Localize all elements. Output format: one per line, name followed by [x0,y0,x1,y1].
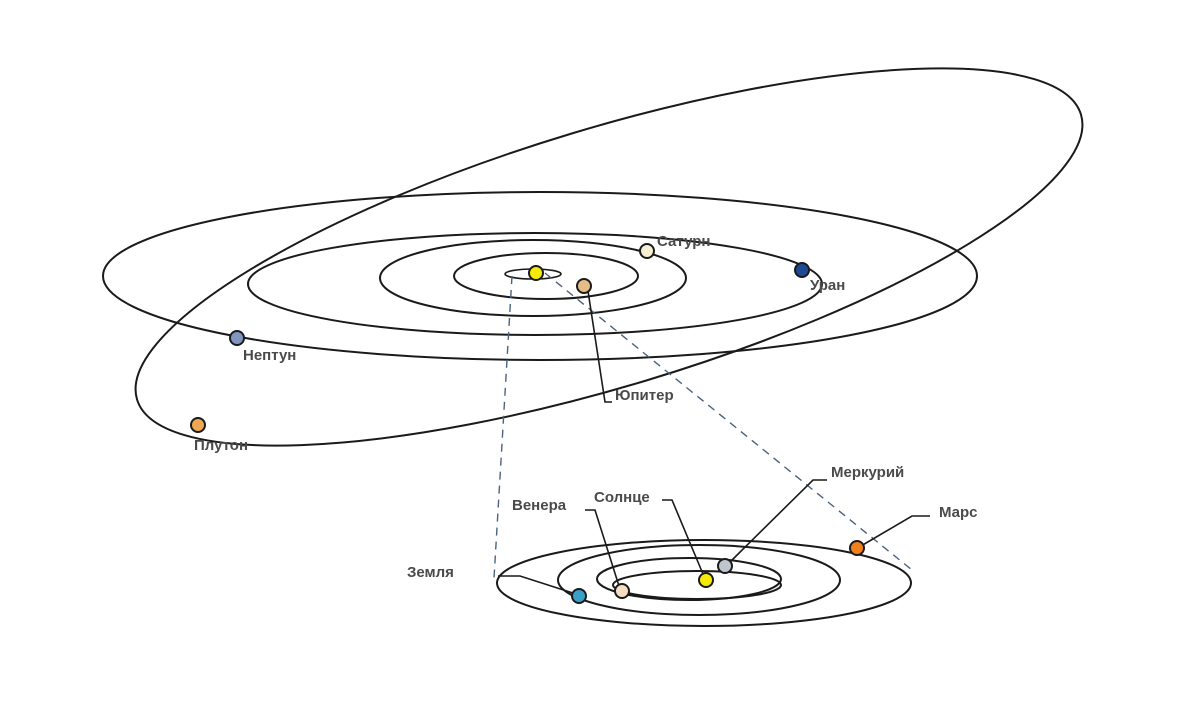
leader-mercury [728,479,827,564]
orbit-saturn [379,239,687,317]
leader-sun [662,499,704,575]
orbit-jupiter [453,252,639,300]
orbit-neptune [102,191,978,361]
uranus [794,262,810,278]
label-earth: Земля [407,564,454,581]
saturn [639,243,655,259]
labels: Сатурн Уран Нептун Юпитер Плутон Меркури… [194,233,978,581]
sun-inner [698,572,714,588]
dashed-connector-left [493,275,513,579]
mars [849,540,865,556]
leader-jupiter [587,290,612,403]
leader-mars [860,515,930,547]
pluto [190,417,206,433]
orbit-pluto [134,67,1084,447]
label-saturn: Сатурн [657,233,710,250]
leader-venus [585,509,620,587]
outer-system [102,67,1084,447]
jupiter [576,278,592,294]
label-pluto: Плутон [194,437,248,454]
dashed-connector-right [544,272,913,571]
leader-lines [498,290,930,595]
label-mercury: Меркурий [831,464,904,481]
earth [571,588,587,604]
label-uranus: Уран [810,277,845,294]
mercury [717,558,733,574]
orbit-uranus [247,232,823,336]
orbit-venus [596,557,782,601]
bodies [190,243,865,604]
label-venus: Венера [512,497,567,514]
sun-outer [528,265,544,281]
projection-lines [493,272,913,579]
label-jupiter: Юпитер [615,387,674,404]
inner-system [496,539,912,627]
orbit-mercury [612,570,782,600]
leader-earth [498,575,577,595]
neptune [229,330,245,346]
label-neptune: Нептун [243,347,296,364]
label-mars: Марс [939,504,978,521]
orbit-mars [496,539,912,627]
label-sun: Солнце [594,489,650,506]
orbit-earth [557,544,841,616]
venus [614,583,630,599]
